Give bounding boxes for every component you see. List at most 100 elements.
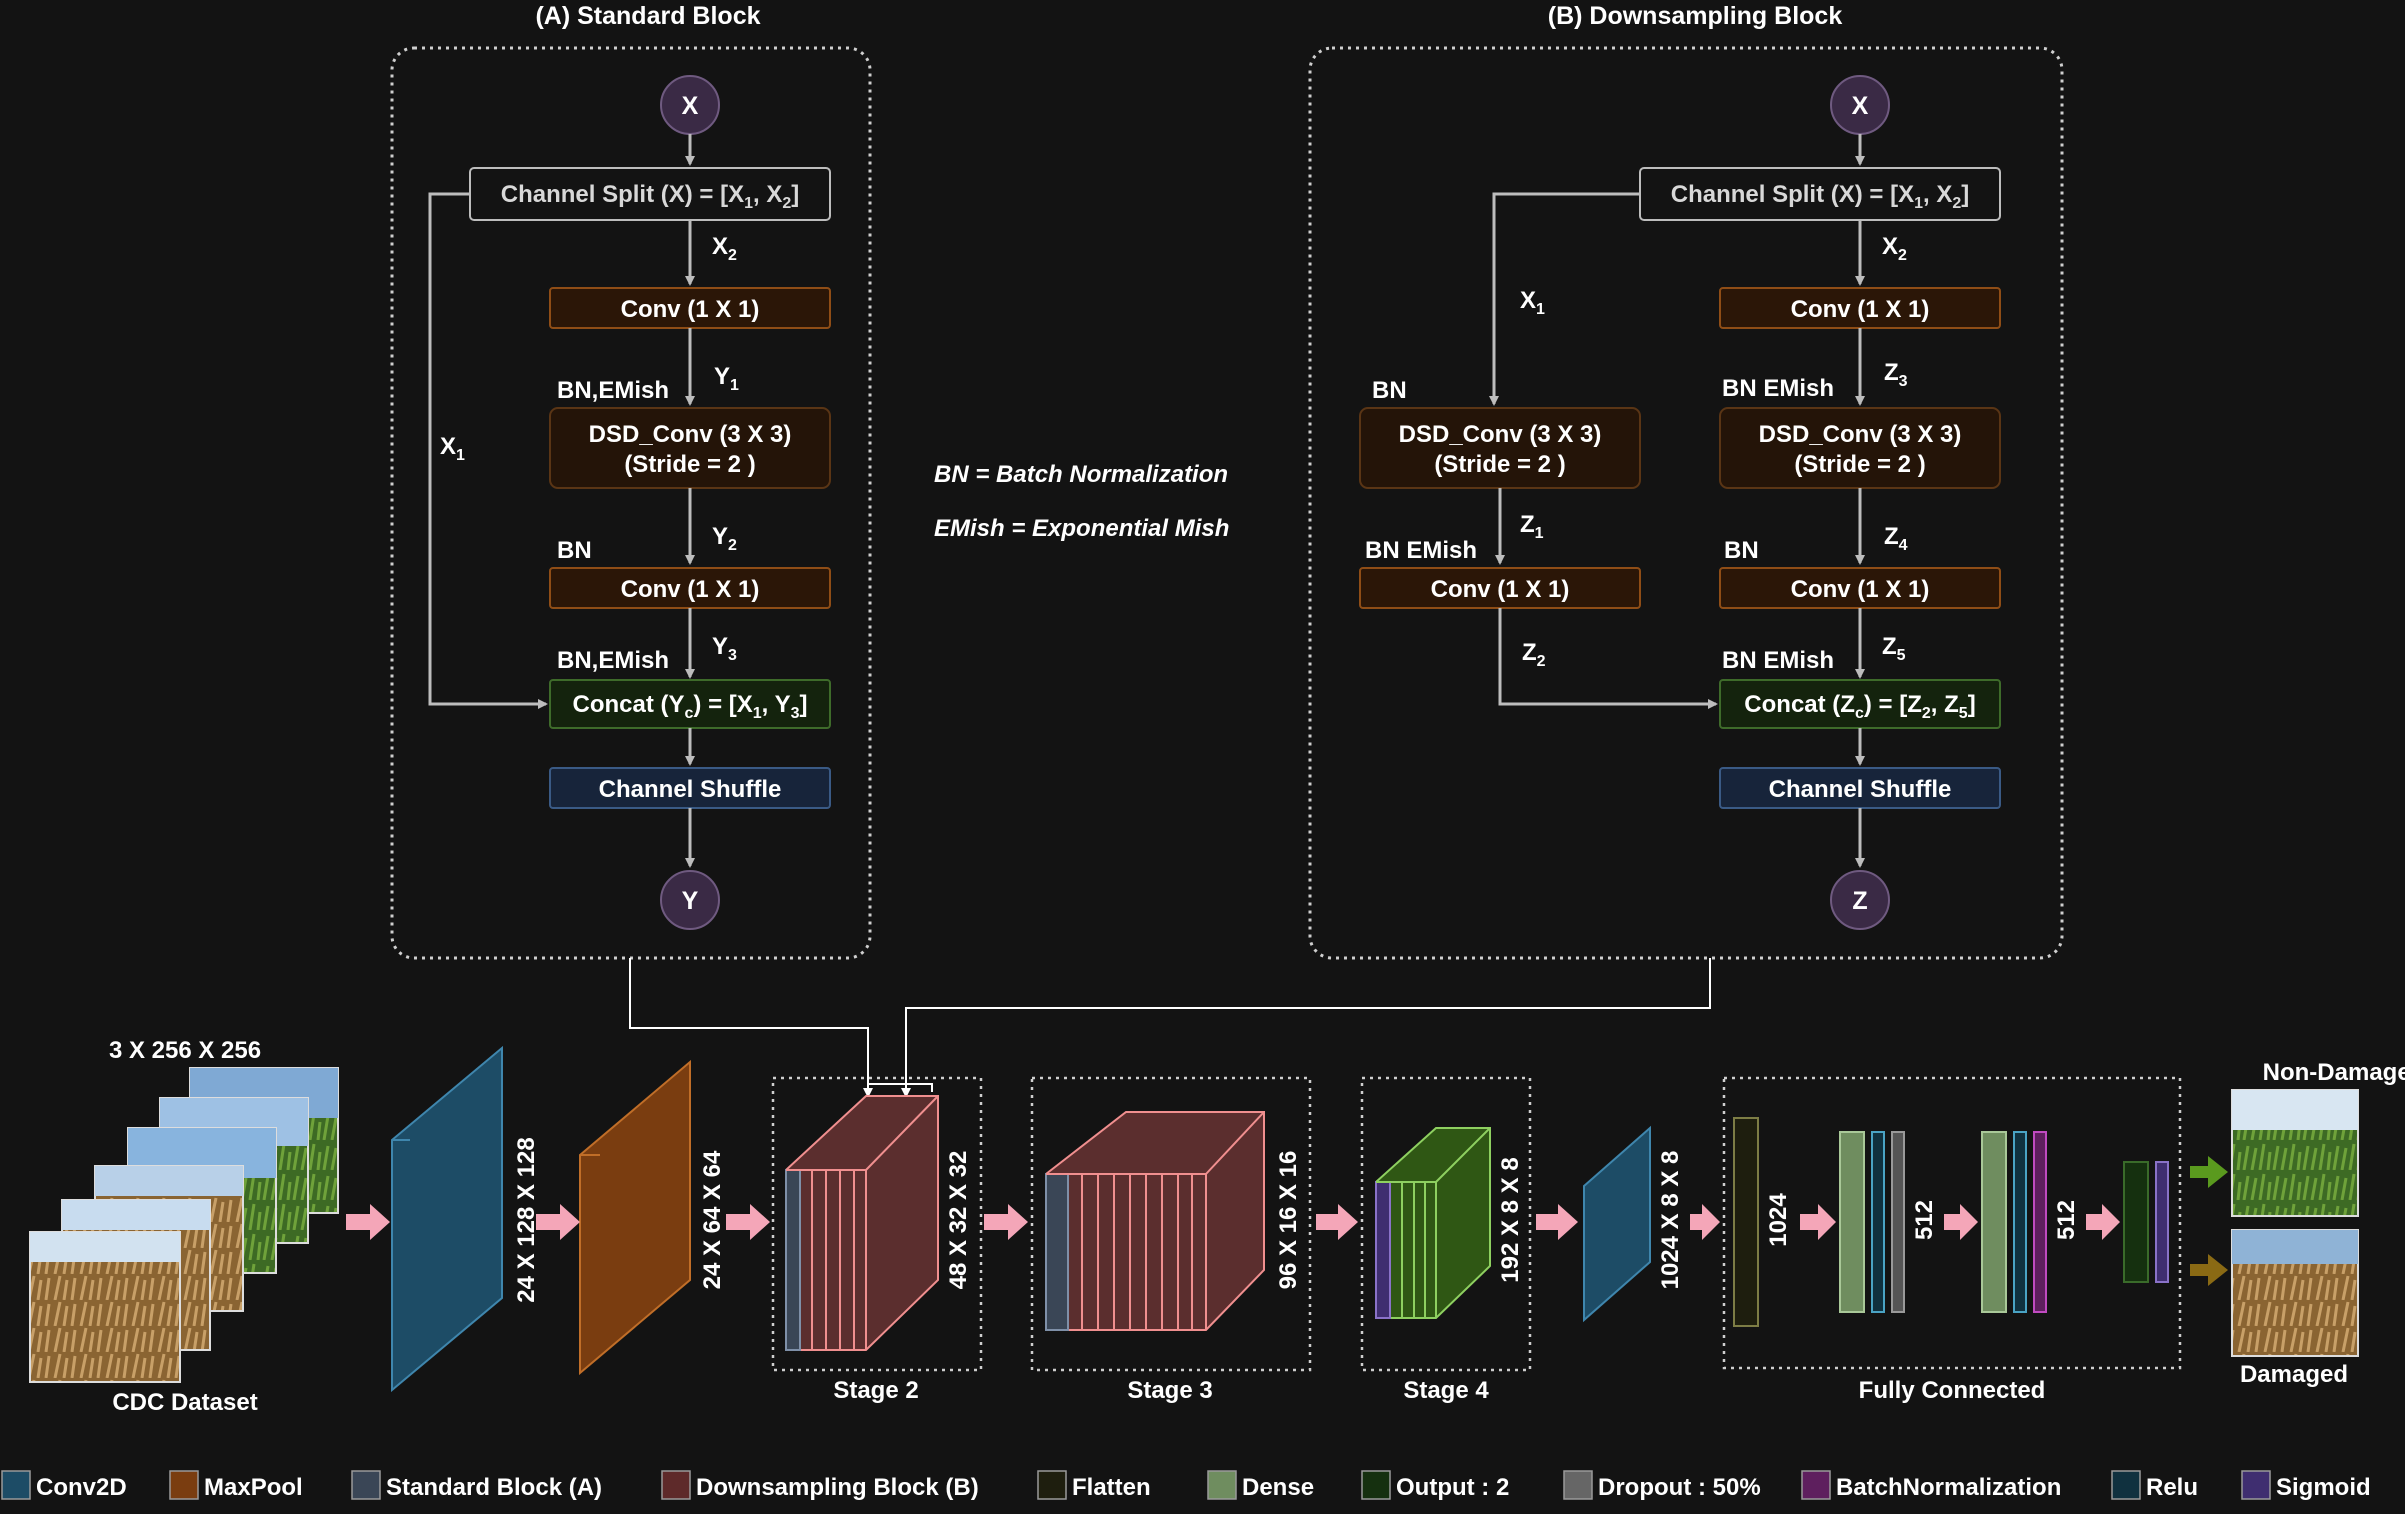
fc-container	[1722, 1076, 2182, 1370]
relu-layer-1	[1871, 1131, 1885, 1313]
dsd-conv-right-text-2: (Stride = 2 )	[1794, 451, 1925, 478]
stage-3-container	[1030, 1076, 1312, 1372]
conv-1x1-text-2: Conv (1 X 1)	[621, 576, 760, 603]
flow-arrows	[346, 1204, 2120, 1240]
maxpool-layer	[579, 1059, 691, 1376]
fc-label: Fully Connected	[1859, 1377, 2046, 1404]
non-damaged-label: Non-Damaged	[2263, 1059, 2405, 1086]
legend-label: Downsampling Block (B)	[696, 1474, 979, 1501]
legend-swatch	[1207, 1470, 1237, 1500]
conv-1x1-right-text-1: Conv (1 X 1)	[1791, 296, 1930, 323]
input-node-label-b: X	[1852, 92, 1869, 120]
flow-arrow	[1316, 1204, 1358, 1240]
legend-swatch	[661, 1470, 691, 1500]
branch-x1-path	[1489, 192, 1640, 406]
legend-label: Relu	[2146, 1474, 2198, 1501]
bn-emish-label-2: BN,EMish	[557, 647, 669, 674]
stage-bracket	[867, 1083, 933, 1092]
flow-arrow	[726, 1204, 770, 1240]
branch-z2-path	[1498, 608, 1718, 709]
damaged-image	[2231, 1229, 2359, 1357]
stage-2-container	[771, 1076, 983, 1372]
label-z4: Z4	[1884, 523, 1908, 554]
label-z3: Z3	[1884, 359, 1908, 390]
legend: Conv2D MaxPool Standard Block (A) Downsampl…	[1, 1470, 2371, 1501]
legend-swatch	[169, 1470, 199, 1500]
label-x2: X2	[712, 233, 737, 264]
legend-label: Conv2D	[36, 1474, 127, 1501]
label-z1: Z1	[1520, 511, 1544, 542]
stage-2-label: Stage 2	[833, 1377, 918, 1404]
legend-swatch	[1563, 1470, 1593, 1500]
legend-label: Sigmoid	[2276, 1474, 2371, 1501]
relu-layer-2	[2013, 1131, 2027, 1313]
output-layer	[2123, 1161, 2149, 1283]
batchnorm-layer	[2033, 1131, 2047, 1313]
flatten-dims-label: 1024	[1765, 1193, 1792, 1247]
flow-arrow	[1536, 1204, 1578, 1240]
bn-emish-left: BN EMish	[1365, 537, 1477, 564]
dataset-image-stack	[29, 1067, 339, 1383]
legend-swatch	[1361, 1470, 1391, 1500]
dsd-conv-left-text-2: (Stride = 2 )	[1434, 451, 1565, 478]
dsd-conv-right-text-1: DSD_Conv (3 X 3)	[1759, 421, 1962, 448]
stage-3-label: Stage 3	[1127, 1377, 1212, 1404]
stage4-dims-label: 192 X 8 X 8	[1497, 1157, 1524, 1282]
channel-split-text-b: Channel Split (X) = [X1, X2]	[1671, 181, 1970, 212]
dsd-conv-left-text-1: DSD_Conv (3 X 3)	[1399, 421, 1602, 448]
sigmoid-layer	[2155, 1161, 2169, 1283]
stage-2-block	[785, 1095, 939, 1351]
label-y2: Y2	[712, 523, 737, 554]
flow-arrow	[536, 1204, 580, 1240]
channel-shuffle-text: Channel Shuffle	[599, 776, 782, 803]
input-dims-label: 3 X 256 X 256	[109, 1037, 261, 1064]
flow-arrow	[1800, 1204, 1836, 1240]
legend-label: Output : 2	[1396, 1474, 1509, 1501]
flow-arrow	[1690, 1204, 1720, 1240]
label-x2-b: X2	[1882, 233, 1907, 264]
stage-4-block	[1375, 1127, 1491, 1319]
final-conv2d-layer	[1583, 1125, 1651, 1323]
stage2-dims-label: 48 X 32 X 32	[945, 1151, 972, 1290]
output-node-y	[660, 870, 720, 930]
bn-emish-right-2: BN EMish	[1722, 647, 1834, 674]
legend-label: BatchNormalization	[1836, 1474, 2061, 1501]
conv-dims-label: 24 X 128 X 128	[513, 1137, 540, 1302]
legend-label: Standard Block (A)	[386, 1474, 602, 1501]
dense-layer-1	[1839, 1131, 1865, 1313]
non-damaged-image	[2231, 1089, 2359, 1217]
legend-swatch	[351, 1470, 381, 1500]
dataset-label: CDC Dataset	[112, 1389, 257, 1416]
legend-swatch	[2111, 1470, 2141, 1500]
output-node-label-b: Z	[1852, 887, 1867, 915]
bn-label-right: BN	[1724, 537, 1759, 564]
stage-4-container	[1360, 1076, 1532, 1372]
note-emish: EMish = Exponential Mish	[934, 515, 1229, 542]
label-z5: Z5	[1882, 633, 1906, 664]
conv-1x1-right-text-2: Conv (1 X 1)	[1791, 576, 1930, 603]
label-x1-b: X1	[1520, 287, 1545, 318]
panel-a-title: (A) Standard Block	[535, 2, 760, 30]
final-conv-dims-label: 1024 X 8 X 8	[1657, 1151, 1684, 1290]
dsd-conv-text-2: (Stride = 2 )	[624, 451, 755, 478]
bn-emish-right-1: BN EMish	[1722, 375, 1834, 402]
flow-arrow	[2086, 1204, 2120, 1240]
label-y3: Y3	[712, 633, 737, 664]
legend-label: Dropout : 50%	[1598, 1474, 1761, 1501]
concat-text: Concat (Yc) = [X1, Y3]	[573, 691, 808, 722]
conv2d-layer	[391, 1045, 503, 1393]
stage3-dims-label: 96 X 16 X 16	[1275, 1151, 1302, 1290]
dropout-layer-1	[1891, 1131, 1905, 1313]
connector-downsample-to-stage	[901, 958, 1711, 1098]
panel-b-title: (B) Downsampling Block	[1548, 2, 1843, 30]
label-y1: Y1	[714, 363, 739, 394]
flow-arrow	[346, 1204, 390, 1240]
legend-label: MaxPool	[204, 1474, 303, 1501]
legend-label: Flatten	[1072, 1474, 1151, 1501]
stage-3-block	[1045, 1111, 1265, 1331]
legend-label: Dense	[1242, 1474, 1314, 1501]
bn-label-1: BN	[557, 537, 592, 564]
output-node-label: Y	[682, 887, 699, 915]
channel-split-text: Channel Split (X) = [X1, X2]	[501, 181, 800, 212]
input-node-label: X	[682, 92, 699, 120]
